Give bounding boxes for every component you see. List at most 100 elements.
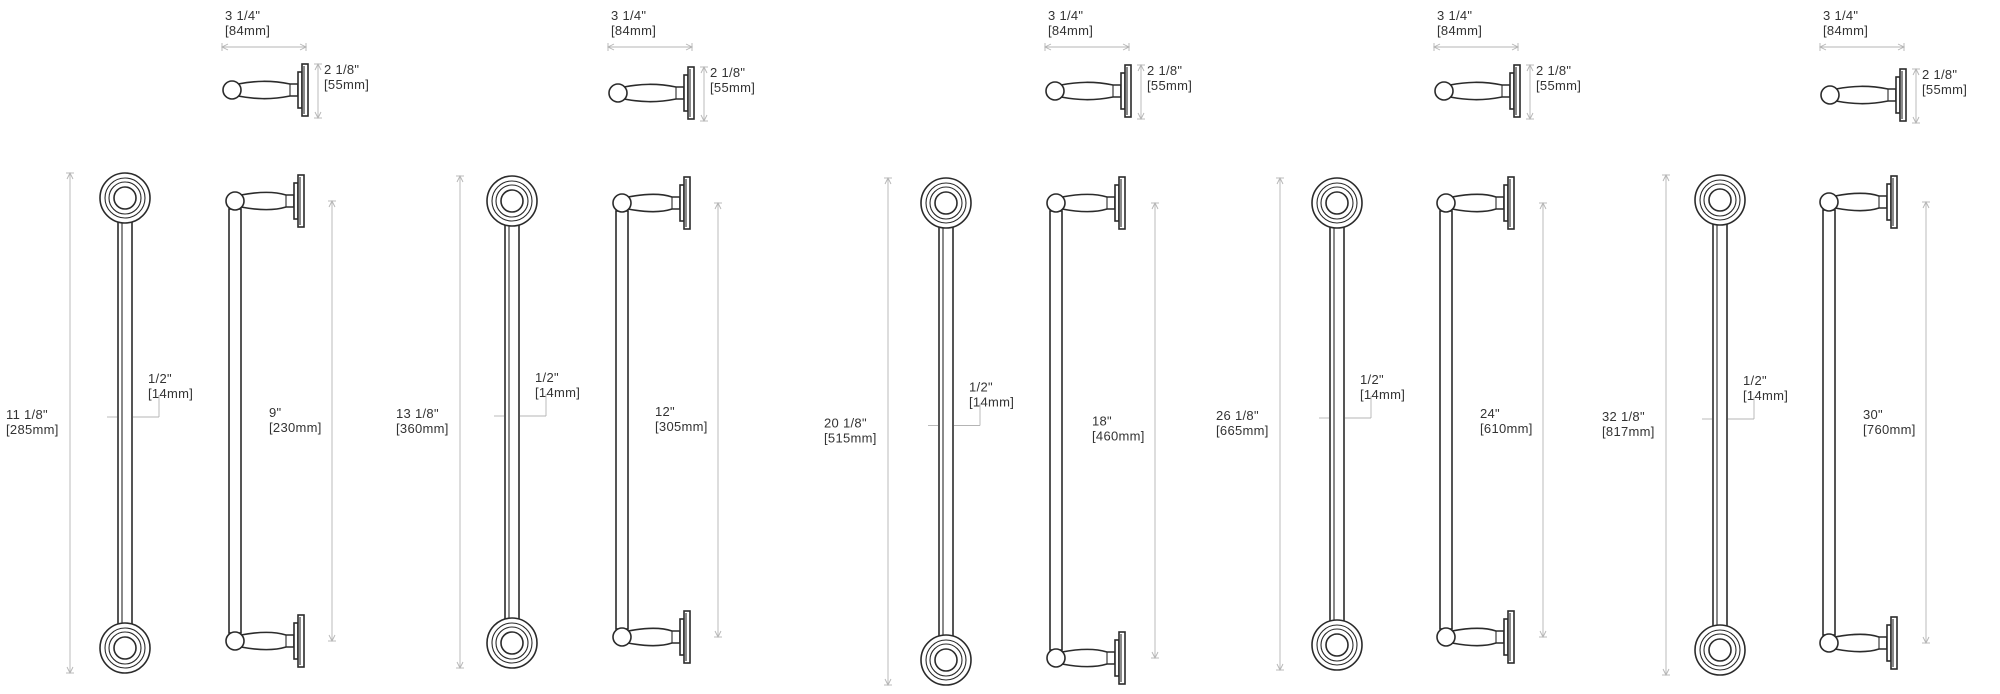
post-neck xyxy=(1060,81,1122,101)
post-plate xyxy=(1890,616,1898,670)
side-view: 9"[230mm] xyxy=(225,174,336,668)
bar-side xyxy=(1439,210,1453,630)
height-dimension-label: 2 1/8"[55mm] xyxy=(1536,63,1581,93)
rosette-ball xyxy=(1325,191,1349,215)
post-ball xyxy=(612,627,632,647)
post-ball xyxy=(225,191,245,211)
rosette xyxy=(1694,174,1746,226)
bar-diameter-label-line: [14mm] xyxy=(1743,388,1788,403)
post-plate xyxy=(1118,631,1126,685)
center-to-center-label-line: 18" xyxy=(1092,414,1112,429)
depth-dimension-label: 3 1/4"[84mm] xyxy=(1437,8,1482,38)
side-post xyxy=(1046,631,1126,685)
side-post xyxy=(225,174,305,228)
center-to-center-label: 30"[760mm] xyxy=(1863,407,1916,437)
overall-length-label-line: [817mm] xyxy=(1602,424,1655,439)
bar-diameter-label-line: [14mm] xyxy=(535,385,580,400)
rosette xyxy=(99,172,151,224)
rosette-ring xyxy=(925,182,967,224)
top-side-view: 3 1/4"[84mm]2 1/8"[55mm] xyxy=(1818,8,1967,125)
rosette-ball xyxy=(1708,638,1732,662)
side-view: 18"[460mm] xyxy=(1046,176,1159,685)
center-to-center-label-line: 30" xyxy=(1863,407,1883,422)
height-dimension-label-line: 2 1/8" xyxy=(710,65,745,80)
depth-dimension-label-line: [84mm] xyxy=(1823,23,1868,38)
rosette-ball xyxy=(500,631,524,655)
post-neck xyxy=(623,83,685,103)
rosette-ring xyxy=(1703,183,1737,217)
depth-dimension-label: 3 1/4"[84mm] xyxy=(1823,8,1868,38)
post-ball xyxy=(612,193,632,213)
rosette-ring xyxy=(1320,186,1354,220)
rosette-ring xyxy=(108,181,142,215)
height-dimension-label-line: [55mm] xyxy=(1147,78,1192,93)
rosette-ball xyxy=(1325,633,1349,657)
overall-length-label: 26 1/8"[665mm] xyxy=(1216,408,1269,438)
post-plate xyxy=(687,66,695,120)
bar-front xyxy=(504,210,520,634)
height-dimension-label-line: 2 1/8" xyxy=(1536,63,1571,78)
post-plate xyxy=(1899,68,1907,122)
front-view: 26 1/8"[665mm]1/2"[14mm] xyxy=(1216,176,1405,672)
rosette-ring xyxy=(104,177,146,219)
rosette-ball xyxy=(1708,188,1732,212)
rosette-ball xyxy=(113,186,137,210)
side-post xyxy=(1045,64,1132,118)
depth-dimension-label: 3 1/4"[84mm] xyxy=(225,8,270,38)
bar-diameter-label-line: 1/2" xyxy=(535,370,559,385)
height-dimension-label-line: [55mm] xyxy=(710,80,755,95)
overall-length-label-line: [360mm] xyxy=(396,421,449,436)
post-ball xyxy=(1046,648,1066,668)
overall-length-label-line: [285mm] xyxy=(6,422,59,437)
center-to-center-label-line: [305mm] xyxy=(655,419,708,434)
product-drawing-2: 3 1/4"[84mm] 2 1/8"[55mm] 13 1/8"[360mm] 1/… xyxy=(396,8,755,670)
post-plate xyxy=(683,176,691,230)
bar-side xyxy=(1822,209,1836,636)
bar-front xyxy=(117,207,133,639)
post-plate xyxy=(1507,176,1515,230)
depth-dimension-label: 3 1/4"[84mm] xyxy=(1048,8,1093,38)
post-ball xyxy=(1819,633,1839,653)
rosette-ring xyxy=(1699,179,1741,221)
center-to-center-label-line: 24" xyxy=(1480,406,1500,421)
post-plate xyxy=(1513,64,1521,118)
bar-diameter-label-line: 1/2" xyxy=(1743,373,1767,388)
overall-length-label-line: 13 1/8" xyxy=(396,406,439,421)
front-view: 11 1/8"[285mm]1/2"[14mm] xyxy=(6,171,193,675)
depth-dimension-label-line: 3 1/4" xyxy=(1048,8,1083,23)
bar-diameter-label-line: 1/2" xyxy=(148,371,172,386)
post-ball xyxy=(1819,192,1839,212)
post-neck xyxy=(1449,81,1511,101)
post-plate xyxy=(1118,176,1126,230)
bar-diameter-label-line: 1/2" xyxy=(1360,372,1384,387)
rosette-ball xyxy=(934,648,958,672)
side-post xyxy=(1819,175,1898,229)
bar-diameter-label-line: [14mm] xyxy=(969,395,1014,410)
post-ball xyxy=(1046,193,1066,213)
post-plate xyxy=(1890,175,1898,229)
rosette-ring xyxy=(929,643,963,677)
rosette-ring xyxy=(104,627,146,669)
rosette-ball xyxy=(500,189,524,213)
rosette xyxy=(1694,624,1746,676)
post-plate xyxy=(297,614,305,668)
side-post xyxy=(608,66,695,120)
side-post xyxy=(1434,64,1521,118)
depth-dimension-label-line: 3 1/4" xyxy=(611,8,646,23)
rosette-ring xyxy=(1699,629,1741,671)
center-to-center-label-line: [760mm] xyxy=(1863,422,1916,437)
rosette xyxy=(920,177,972,229)
rosette-ring xyxy=(491,622,533,664)
top-side-view: 3 1/4"[84mm]2 1/8"[55mm] xyxy=(220,8,369,120)
post-ball xyxy=(1436,193,1456,213)
center-to-center-label-line: 12" xyxy=(655,404,675,419)
bar-diameter-label: 1/2"[14mm] xyxy=(1743,373,1788,403)
height-dimension-label-line: 2 1/8" xyxy=(1922,67,1957,82)
depth-dimension-label-line: [84mm] xyxy=(611,23,656,38)
rosette-ring xyxy=(925,639,967,681)
height-dimension-label-line: [55mm] xyxy=(324,77,369,92)
overall-length-label: 32 1/8"[817mm] xyxy=(1602,409,1655,439)
rosette-ring xyxy=(929,186,963,220)
